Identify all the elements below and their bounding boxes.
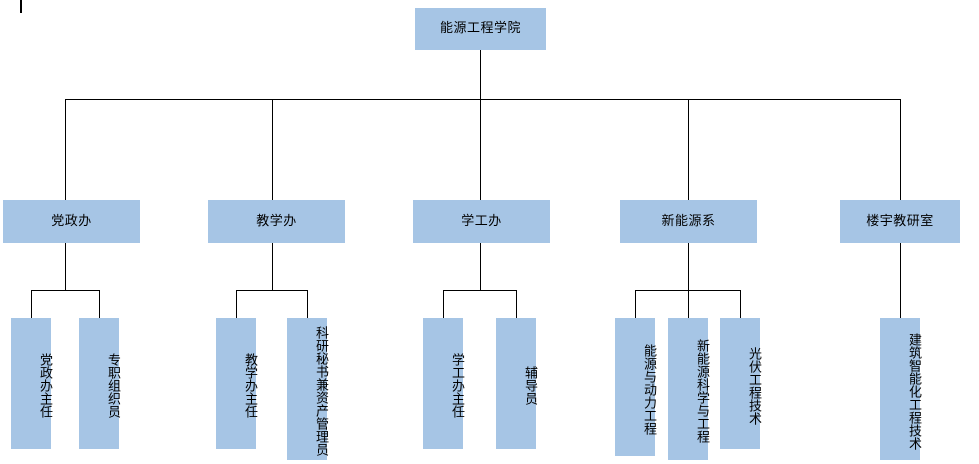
connector-drop-leaf-2-2 xyxy=(307,290,308,318)
node-leaf-4-2[interactable]: 新能源科学与工程 xyxy=(668,318,709,460)
node-dept-4[interactable]: 新能源系 xyxy=(620,200,757,243)
node-root-label: 能源工程学院 xyxy=(439,21,521,37)
node-leaf-2-1[interactable]: 教学办主任 xyxy=(216,318,257,449)
connector-bus-dept-3 xyxy=(443,290,517,291)
node-dept-2-label: 教学办 xyxy=(256,213,297,229)
node-dept-1-label: 党政办 xyxy=(51,213,92,229)
connector-drop-dept-2 xyxy=(272,99,273,200)
connector-drop-dept-4 xyxy=(688,99,689,200)
node-dept-5-label: 楼宇教研室 xyxy=(866,213,934,229)
connector-drop-dept-1 xyxy=(65,99,66,200)
node-dept-1[interactable]: 党政办 xyxy=(3,200,140,243)
node-leaf-4-1[interactable]: 能源与动力工程 xyxy=(615,318,656,456)
connector-drop-leaf-4-3 xyxy=(740,290,741,318)
connector-bus-dept-2 xyxy=(236,290,308,291)
connector-bus-dept-4 xyxy=(635,290,740,291)
node-dept-4-label: 新能源系 xyxy=(661,213,716,229)
node-dept-5[interactable]: 楼宇教研室 xyxy=(840,200,960,243)
node-dept-3[interactable]: 学工办 xyxy=(413,200,550,243)
node-leaf-3-2[interactable]: 辅导员 xyxy=(496,318,537,449)
connector-drop-dept-3 xyxy=(480,99,481,200)
node-leaf-5-1-label: 建筑智能化工程技术 xyxy=(906,332,921,450)
node-leaf-3-1[interactable]: 学工办主任 xyxy=(423,318,464,449)
node-leaf-4-2-label: 新能源科学与工程 xyxy=(694,339,709,443)
node-root[interactable]: 能源工程学院 xyxy=(415,8,546,50)
connector-drop-dept-5 xyxy=(900,99,901,200)
node-leaf-3-1-label: 学工办主任 xyxy=(449,353,464,418)
connector-stem-dept-3 xyxy=(480,243,481,291)
node-leaf-1-2-label: 专职组织员 xyxy=(105,353,120,418)
node-leaf-5-1[interactable]: 建筑智能化工程技术 xyxy=(880,318,921,460)
connector-bus-dept-1 xyxy=(31,290,100,291)
cursor-artifact xyxy=(20,0,22,13)
connector-drop-leaf-1-1 xyxy=(31,290,32,318)
node-leaf-1-1-label: 党政办主任 xyxy=(37,353,52,418)
connector-drop-leaf-3-2 xyxy=(516,290,517,318)
node-leaf-1-1[interactable]: 党政办主任 xyxy=(11,318,52,449)
node-leaf-4-3-label: 光伏工程技术 xyxy=(746,346,761,425)
node-leaf-2-1-label: 教学办主任 xyxy=(242,353,257,418)
node-leaf-3-2-label: 辅导员 xyxy=(522,366,537,405)
node-leaf-4-3[interactable]: 光伏工程技术 xyxy=(720,318,761,449)
connector-main-bus xyxy=(65,99,901,100)
node-dept-2[interactable]: 教学办 xyxy=(208,200,345,243)
node-dept-3-label: 学工办 xyxy=(461,213,502,229)
connector-stem-dept-2 xyxy=(272,243,273,291)
node-leaf-1-2[interactable]: 专职组织员 xyxy=(79,318,120,449)
connector-stem-dept-1 xyxy=(65,243,66,291)
connector-drop-leaf-1-2 xyxy=(99,290,100,318)
connector-root-stem xyxy=(480,50,481,99)
connector-stem-dept-5 xyxy=(900,243,901,318)
node-leaf-4-1-label: 能源与动力工程 xyxy=(641,343,656,435)
connector-drop-leaf-4-1 xyxy=(635,290,636,318)
node-leaf-2-2-label: 科研秘书兼资产管理员 xyxy=(313,326,328,456)
connector-drop-leaf-2-1 xyxy=(236,290,237,318)
connector-drop-leaf-3-1 xyxy=(443,290,444,318)
connector-stem-dept-4 xyxy=(688,243,689,318)
node-leaf-2-2[interactable]: 科研秘书兼资产管理员 xyxy=(287,318,328,460)
